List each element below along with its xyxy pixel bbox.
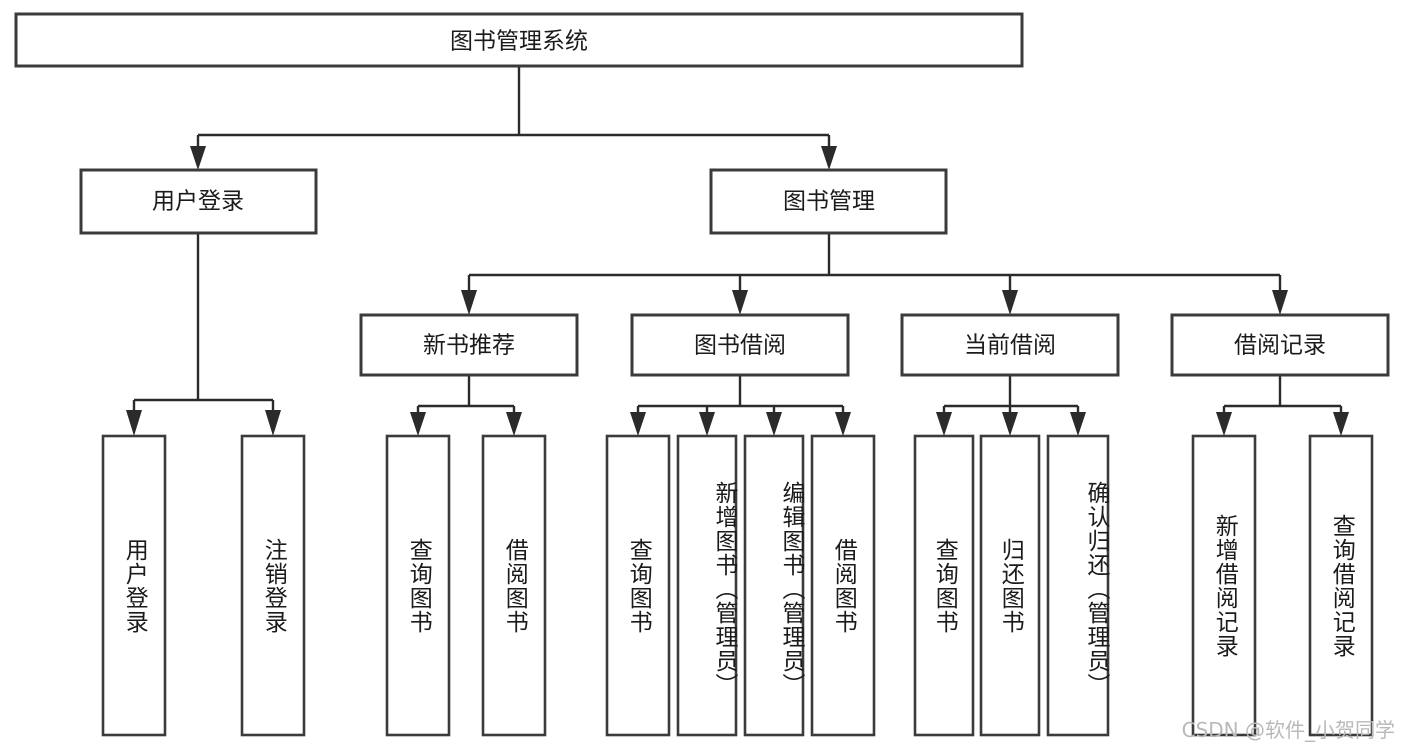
arrow-to-current-borrow xyxy=(1002,290,1018,315)
arrow-leaf-add-borrow-record xyxy=(1216,412,1232,436)
edge-layer xyxy=(126,66,1349,436)
node-root-label: 图书管理系统 xyxy=(450,29,588,55)
node-current-borrow-box[interactable] xyxy=(900,313,1120,377)
arrow-leaf-add-book-admin xyxy=(699,412,715,436)
node-new-book-recommend-label: 新书推荐 xyxy=(423,333,515,359)
node-book-borrow-label: 图书借阅 xyxy=(694,333,786,359)
node-borrow-record-box[interactable] xyxy=(1170,313,1390,377)
arrow-leaf-query-book-recommend xyxy=(410,412,426,436)
arrow-leaf-borrow-book-recommend xyxy=(506,412,522,436)
arrow-to-book-management xyxy=(821,146,837,170)
arrow-to-borrow-record xyxy=(1272,290,1288,315)
node-leaf-logout-login-box[interactable] xyxy=(240,434,306,737)
node-leaf-add-borrow-record-box[interactable] xyxy=(1191,434,1257,737)
node-leaf-query-book-current-box[interactable] xyxy=(913,434,975,737)
arrow-leaf-user-login xyxy=(126,410,142,436)
node-leaf-add-book-admin-box[interactable] xyxy=(676,434,738,737)
arrow-leaf-borrow-book xyxy=(835,412,851,436)
node-leaf-user-login-box[interactable] xyxy=(101,434,167,737)
node-user-login-box[interactable] xyxy=(79,168,318,235)
node-leaf-confirm-return-admin-box[interactable] xyxy=(1046,434,1110,737)
arrow-leaf-query-book-current xyxy=(936,412,952,436)
node-leaf-query-book-recommend-box[interactable] xyxy=(385,434,451,737)
arrow-to-user-login xyxy=(190,146,206,170)
node-new-book-recommend-box[interactable] xyxy=(359,313,579,377)
node-leaf-borrow-book-recommend-box[interactable] xyxy=(481,434,547,737)
node-leaf-borrow-book-box[interactable] xyxy=(810,434,876,737)
node-leaf-edit-book-admin-box[interactable] xyxy=(743,434,805,737)
arrow-leaf-query-borrow-record xyxy=(1333,412,1349,436)
node-borrow-record-label: 借阅记录 xyxy=(1234,333,1326,359)
node-leaf-return-book-box[interactable] xyxy=(979,434,1041,737)
arrow-to-book-borrow xyxy=(732,290,748,315)
arrow-to-new-book-recommend xyxy=(461,290,477,315)
arrow-leaf-query-book-borrow xyxy=(630,412,646,436)
csdn-watermark: CSDN @软件_小贺同学 xyxy=(1181,718,1395,742)
arrow-leaf-return-book xyxy=(1002,412,1018,436)
arrow-leaf-confirm-return-admin xyxy=(1070,412,1086,436)
node-book-management-label: 图书管理 xyxy=(783,189,875,215)
arrow-leaf-edit-book-admin xyxy=(766,412,782,436)
node-book-management-box[interactable] xyxy=(709,168,948,235)
node-layer: 图书管理系统 用户登录 图书管理 新书推荐 图书借阅 当前借阅 借阅记录 xyxy=(14,12,1390,737)
node-book-borrow-box[interactable] xyxy=(630,313,850,377)
node-leaf-query-book-borrow-box[interactable] xyxy=(605,434,671,737)
node-user-login-label: 用户登录 xyxy=(152,189,244,215)
node-leaf-query-borrow-record-box[interactable] xyxy=(1308,434,1374,737)
node-root-box[interactable] xyxy=(14,12,1024,68)
arrow-leaf-logout-login xyxy=(265,410,281,436)
node-current-borrow-label: 当前借阅 xyxy=(964,333,1056,359)
